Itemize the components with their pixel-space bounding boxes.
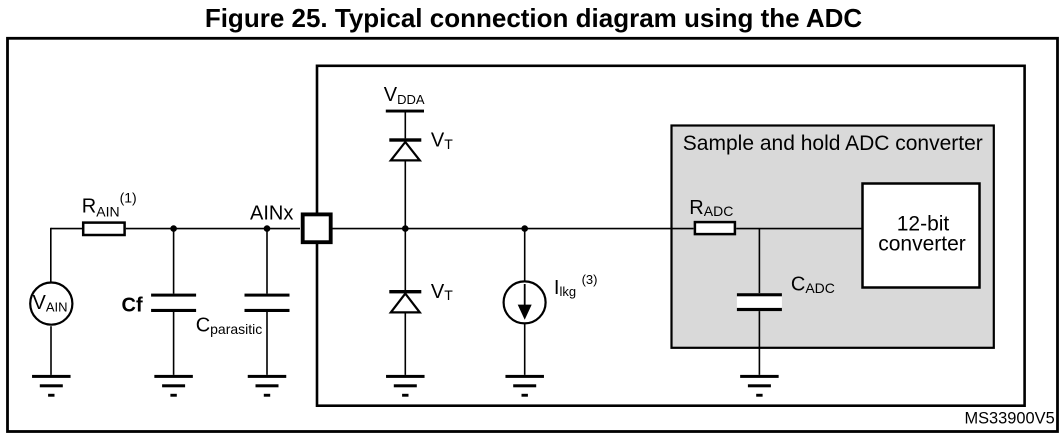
svg-text:12-bit: 12-bit — [897, 212, 950, 235]
svg-text:VT: VT — [431, 281, 453, 303]
svg-text:Cf: Cf — [122, 295, 143, 317]
svg-text:Figure 25. Typical connection: Figure 25. Typical connection diagram us… — [205, 3, 863, 33]
svg-text:Sample and hold ADC converter: Sample and hold ADC converter — [683, 132, 983, 155]
svg-text:Ilkg(3): Ilkg(3) — [554, 272, 598, 299]
svg-text:VDDA: VDDA — [384, 84, 425, 107]
svg-text:VT: VT — [431, 129, 453, 151]
svg-text:AINx: AINx — [250, 202, 293, 224]
svg-text:converter: converter — [878, 232, 966, 255]
svg-text:Cparasitic: Cparasitic — [196, 315, 263, 337]
svg-text:CADC: CADC — [791, 274, 835, 297]
svg-text:RADC: RADC — [689, 197, 733, 219]
svg-text:MS33900V5: MS33900V5 — [964, 409, 1054, 427]
svg-text:RAIN(1): RAIN(1) — [82, 190, 137, 220]
